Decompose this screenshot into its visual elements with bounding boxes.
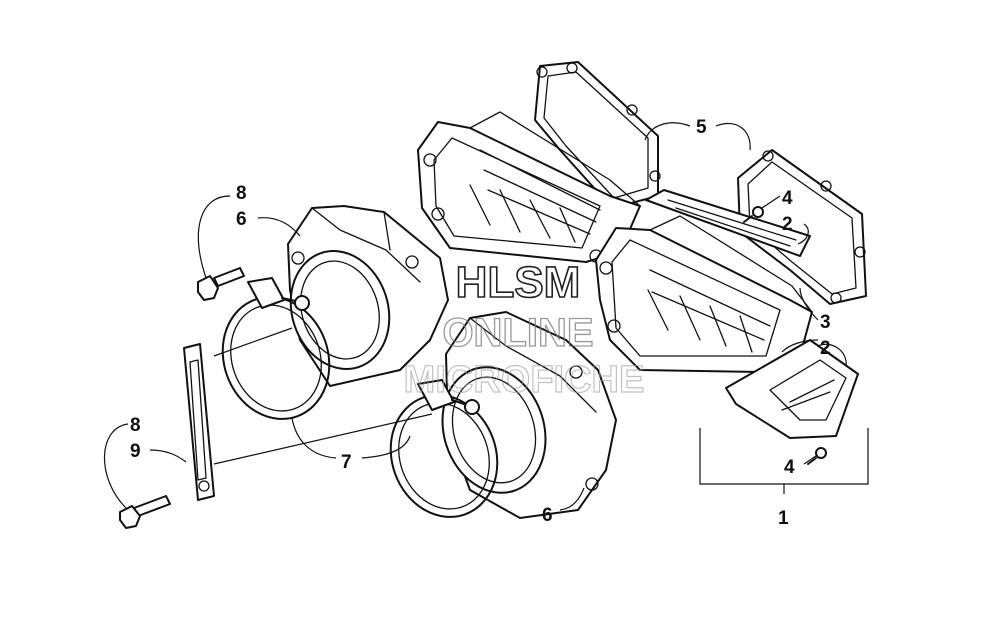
- intake-boot-lower: [441, 311, 617, 519]
- screw-lower: [807, 447, 827, 465]
- watermark-line-1: HLSM: [456, 258, 581, 307]
- watermark-line-3: MICROFICHE: [404, 359, 645, 401]
- callout-1: 1: [778, 508, 789, 529]
- clamp-upper: [221, 277, 331, 420]
- callout-4-lower: 4: [784, 457, 795, 478]
- callout-6-lower: 6: [542, 505, 553, 526]
- reed-petal-upper: [645, 189, 811, 257]
- callout-2-lower: 2: [820, 338, 831, 359]
- bolt-lower: [119, 495, 171, 529]
- screw-upper: [743, 206, 764, 223]
- leader-lines: [103, 122, 869, 511]
- callout-3: 3: [820, 312, 831, 333]
- callout-7: 7: [341, 452, 352, 473]
- callout-8-lower: 8: [130, 415, 141, 436]
- callout-5: 5: [696, 117, 707, 138]
- reed-valve-upper: [417, 111, 641, 263]
- callout-8-upper: 8: [236, 183, 247, 204]
- callout-6-upper: 6: [236, 209, 247, 230]
- callouts: 5 4 2 8 6 3 2 8 9 7 4 6 1: [130, 117, 831, 529]
- clamp-lower: [389, 379, 499, 518]
- watermark-line-2: ONLINE: [442, 311, 593, 355]
- bolt-upper: [197, 267, 245, 301]
- watermark: HLSM ONLINE MICROFICHE: [403, 257, 645, 401]
- callout-4-upper: 4: [782, 188, 793, 209]
- reed-stop-plate-lower: [725, 339, 859, 439]
- callout-2-upper: 2: [782, 214, 793, 235]
- callout-9: 9: [130, 441, 141, 462]
- bracket-plate: [183, 343, 215, 501]
